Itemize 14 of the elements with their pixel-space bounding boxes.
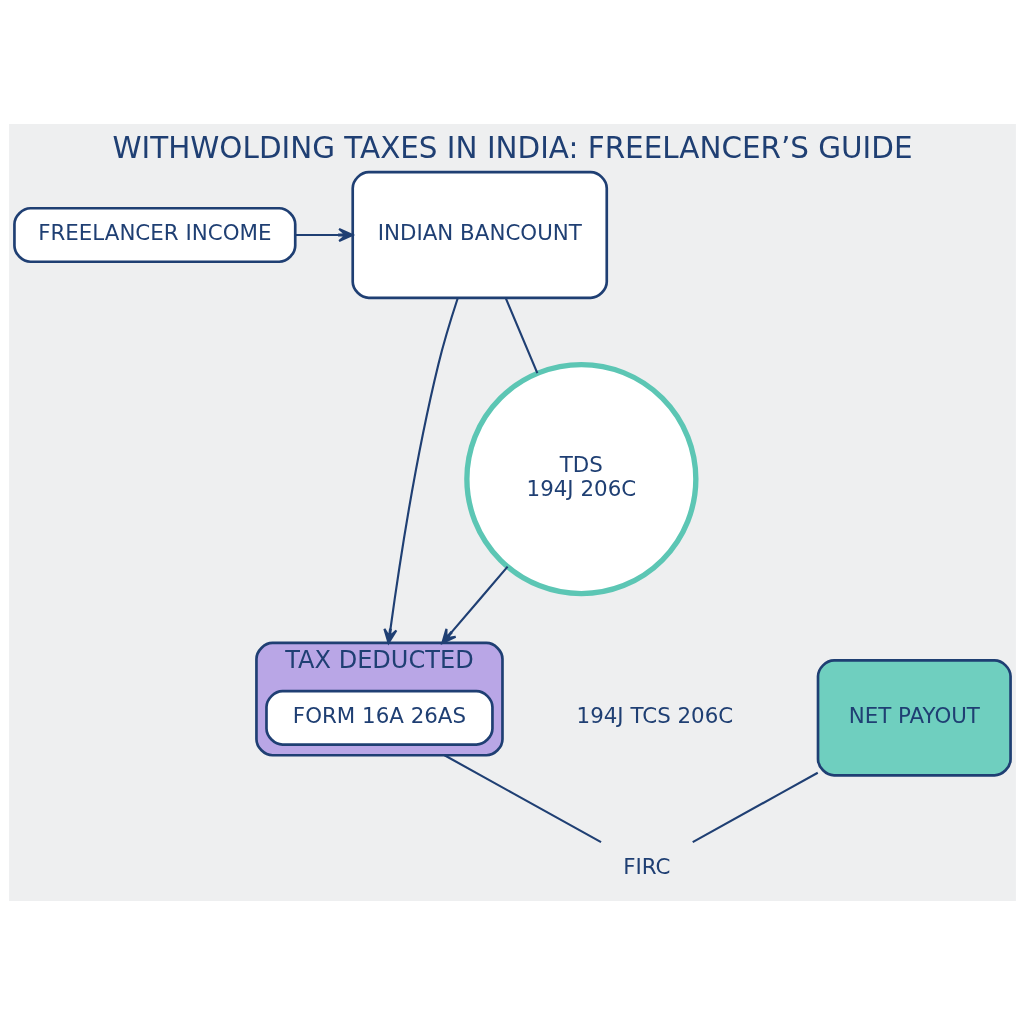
connector [691,771,818,843]
connector [504,296,538,374]
arrow [440,565,508,644]
node-box: NET PAYOUT [816,658,1012,777]
label: 194J TCS 206C [576,702,733,728]
arrow [382,297,459,644]
connector [443,753,602,843]
node-box: FREELANCER INCOME [12,206,297,263]
node-text: FIRC [622,853,671,879]
arrow [295,227,354,242]
node-box: INDIAN BANCOUNT [350,170,608,299]
node-box: FORM 16A 26AS [264,689,494,746]
node-circle: TDS 194J 206C [463,361,698,596]
diagram-title: WITHWOLDING TAXES IN INDIA: FREELANCER’S GUIDE [111,130,913,165]
